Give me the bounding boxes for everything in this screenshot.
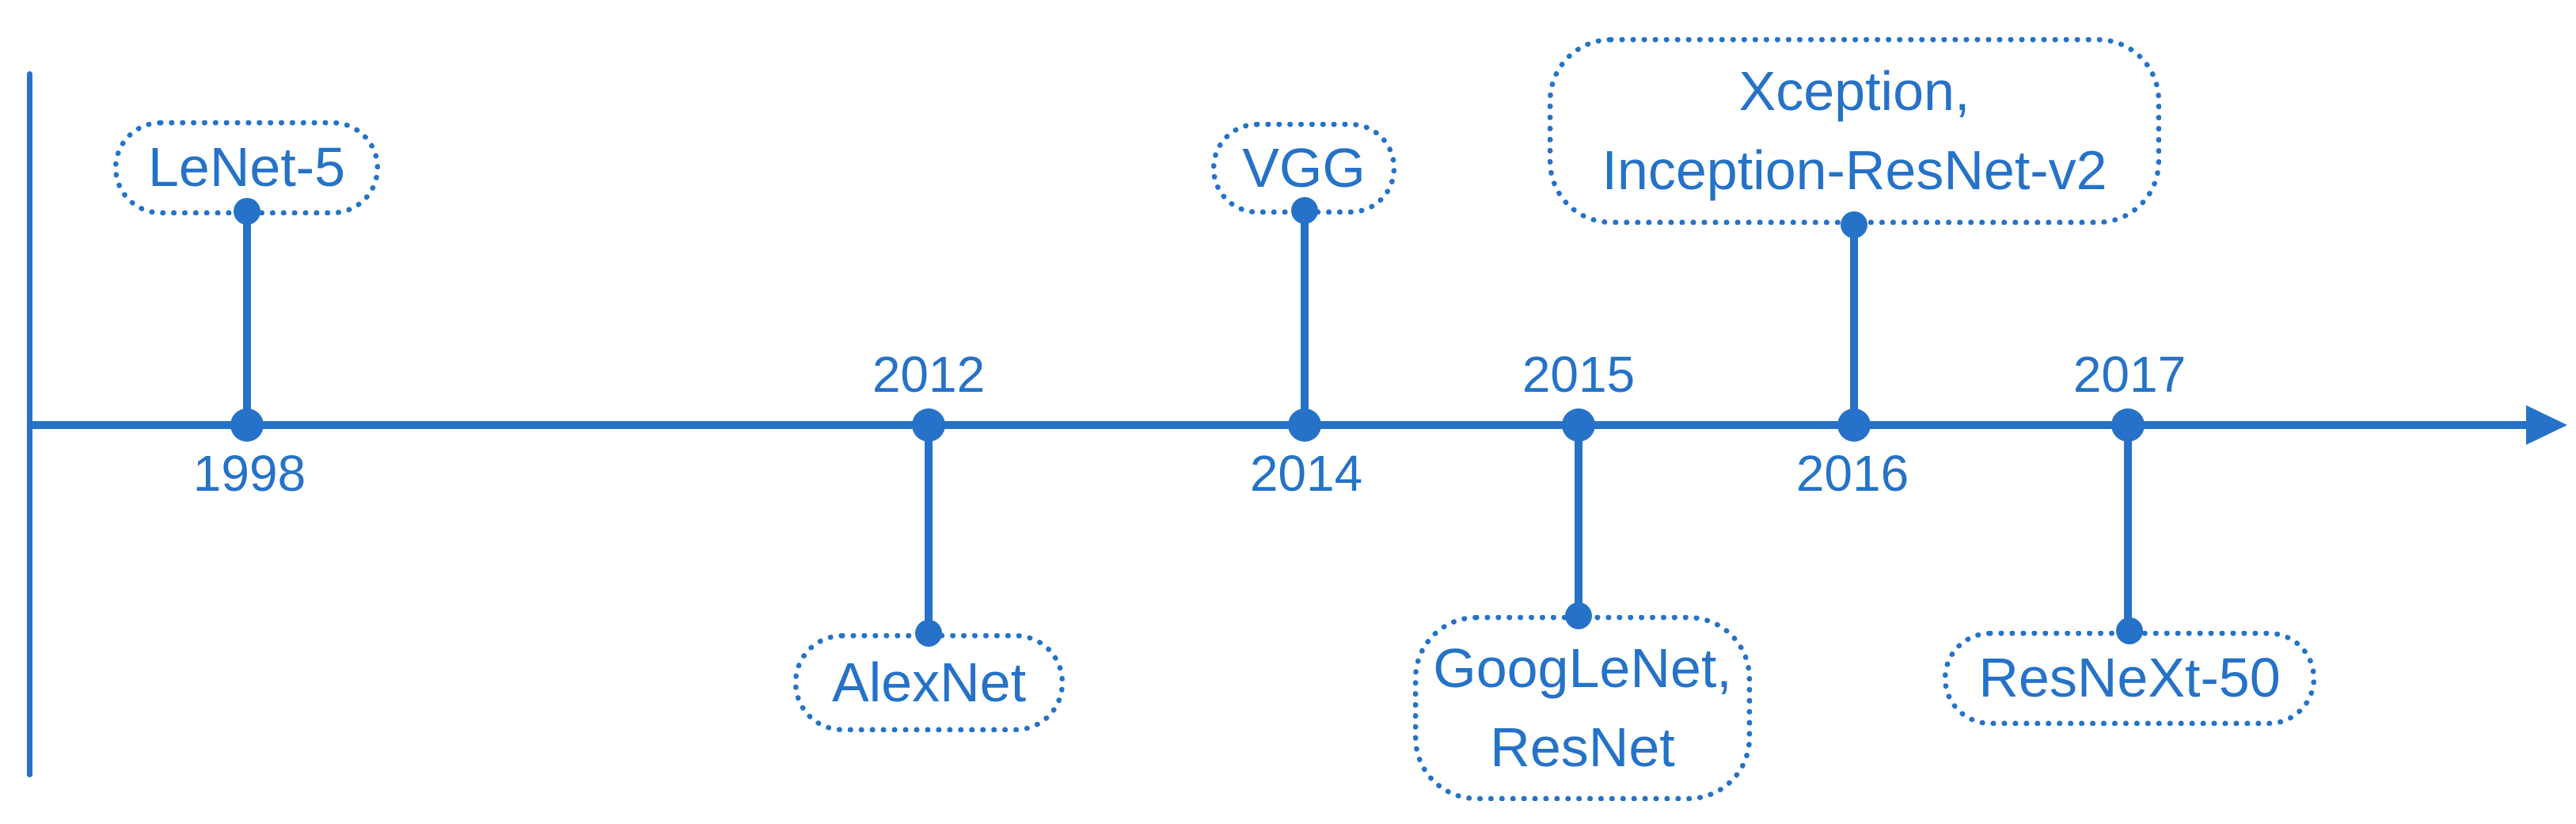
label-anchor-dot (915, 620, 942, 647)
label-box-xception: Xception, Inception-ResNet-v2 (1548, 37, 2161, 225)
label-anchor-dot (1565, 602, 1592, 629)
label-box-googlenet-resnet: GoogLeNet, ResNet (1413, 615, 1752, 801)
label-anchor-dot (234, 198, 260, 225)
label-text-lenet5: LeNet-5 (147, 136, 346, 199)
connector-stem (925, 425, 933, 633)
connector-stem (2124, 425, 2132, 631)
label-text-alexnet: AlexNet (831, 651, 1027, 713)
timeline-dot (1288, 408, 1321, 442)
label-text-vgg: VGG (1242, 136, 1366, 199)
label-box-resnext50: ResNeXt-50 (1943, 631, 2316, 726)
timeline-axis-line (27, 421, 2529, 429)
label-text-googlenet-resnet: GoogLeNet, ResNet (1433, 637, 1732, 778)
year-label-2012: 2012 (872, 346, 986, 403)
connector-stem (243, 211, 251, 425)
timeline-dot (1562, 408, 1595, 442)
year-label-2014: 2014 (1249, 445, 1363, 502)
connector-stem (1301, 211, 1309, 425)
connector-stem (1850, 225, 1858, 425)
timeline-dot (1837, 408, 1871, 442)
year-label-2015: 2015 (1522, 346, 1636, 403)
year-label-1998: 1998 (192, 445, 306, 502)
label-text-xception: Xception, Inception-ResNet-v2 (1601, 60, 2107, 201)
label-text-resnext50: ResNeXt-50 (1978, 647, 2281, 709)
connector-stem (1575, 425, 1582, 616)
timeline-dot (912, 408, 945, 442)
timeline-dot (2111, 408, 2145, 442)
year-label-2017: 2017 (2073, 346, 2187, 403)
label-box-alexnet: AlexNet (793, 633, 1065, 732)
label-anchor-dot (1291, 197, 1318, 224)
year-label-2016: 2016 (1795, 445, 1909, 502)
arrowhead-icon (2526, 405, 2567, 445)
timeline-dot (230, 408, 264, 442)
label-anchor-dot (1841, 211, 1867, 238)
label-anchor-dot (2116, 617, 2143, 644)
